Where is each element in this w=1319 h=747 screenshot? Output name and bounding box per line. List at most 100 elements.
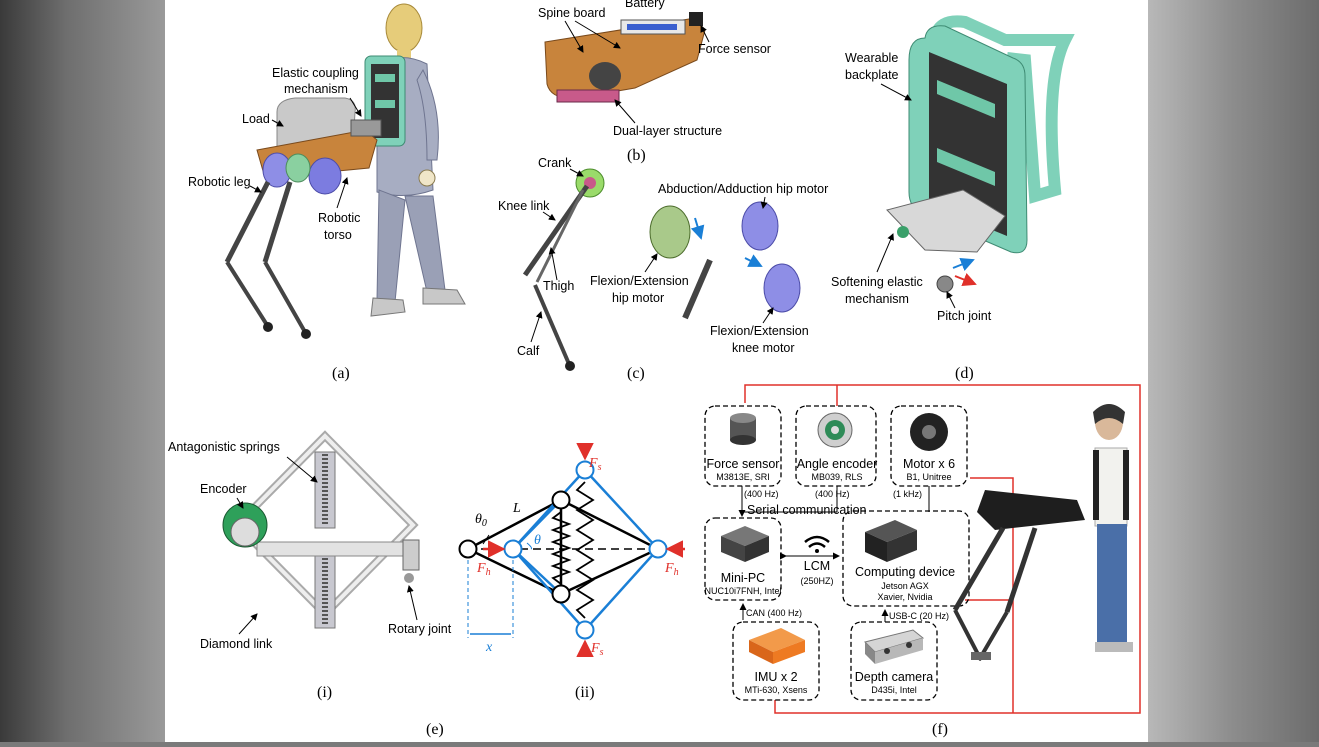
left-background <box>0 0 165 742</box>
symbol-L: L <box>512 501 521 516</box>
joint-right <box>648 539 668 559</box>
label-pitch-joint: Pitch joint <box>937 309 992 323</box>
computing-device-model-1: Jetson AGX <box>881 581 929 591</box>
caption-b: (b) <box>627 147 646 164</box>
symbol-fh-left: Fh <box>476 561 491 578</box>
angle-encoder-icon <box>817 412 853 448</box>
label-force-sensor: Force sensor <box>698 42 771 56</box>
box-depth-camera <box>850 621 938 701</box>
mini-pc-icon <box>721 526 769 562</box>
can-label: CAN (400 Hz) <box>746 608 802 618</box>
label-battery: Battery <box>625 0 665 10</box>
arrow-rotary-joint <box>406 585 418 621</box>
computing-device-model-2: Xavier, Nvidia <box>877 592 932 602</box>
caption-a: (a) <box>332 365 350 382</box>
caption-f: (f) <box>932 721 948 738</box>
imu-model: MTi-630, Xsens <box>745 685 808 695</box>
diamond-mechanism-illustration <box>222 430 420 629</box>
lcm-rate: (250HZ) <box>800 576 833 586</box>
label-diamond-link: Diamond link <box>200 637 273 651</box>
robot-person-photo <box>952 404 1133 662</box>
computing-device-name: Computing device <box>855 565 955 579</box>
label-dual-layer: Dual-layer structure <box>613 124 722 138</box>
label-rotary-joint: Rotary joint <box>388 622 452 636</box>
rate-force: (400 Hz) <box>744 489 779 499</box>
arrow-backplate <box>880 83 912 101</box>
arrow-flexion-hip <box>644 253 658 273</box>
rate-motor: (1 kHz) <box>893 489 922 499</box>
arrow-spine-board-2 <box>574 20 621 49</box>
box-computing-device <box>842 510 970 607</box>
caption-e-ii: (ii) <box>575 684 595 701</box>
label-spine-board: Spine board <box>538 6 605 20</box>
label-encoder: Encoder <box>200 482 247 496</box>
box-mini-pc <box>704 517 782 601</box>
arrow-antagonistic-springs <box>286 456 318 483</box>
label-robotic-leg: Robotic leg <box>188 175 251 189</box>
caption-c: (c) <box>627 365 645 382</box>
imu-icon <box>749 628 805 664</box>
arrow-thigh <box>548 247 558 281</box>
computing-device-icon <box>865 520 917 562</box>
angle-encoder-model: MB039, RLS <box>811 472 862 482</box>
right-background <box>1148 0 1319 742</box>
serial-communication: Serial communication <box>747 503 867 517</box>
panel-e-ii: Fs Fs Fh Fh θ0 θ L x (ii) <box>458 443 685 701</box>
arrow-elastic-coupling <box>349 97 362 117</box>
label-flexion-knee-2: knee motor <box>732 341 795 355</box>
joint-top-blue <box>575 460 595 480</box>
label-softening-1: Softening elastic <box>831 275 923 289</box>
force-sensor-name: Force sensor <box>707 457 780 471</box>
angle-encoder-name: Angle encoder <box>797 457 878 471</box>
label-knee-link: Knee link <box>498 199 550 213</box>
arrow-robotic-torso <box>336 177 349 209</box>
panel-d: Wearable backplate Softening elastic mec… <box>831 15 1075 382</box>
panel-e-i: Antagonistic springs Encoder Diamond lin… <box>168 430 452 701</box>
mini-pc-model: NUC10i7FNH, Intel <box>704 586 781 596</box>
rate-angle: (400 Hz) <box>815 489 850 499</box>
robot-illustration <box>224 97 382 339</box>
figure-svg: Elastic coupling mechanism Load Robotic … <box>168 0 1141 738</box>
joint-top-black <box>551 490 571 510</box>
label-elastic-coupling-1: Elastic coupling <box>272 66 359 80</box>
caption-e-i: (i) <box>317 684 332 701</box>
joint-bottom-blue <box>575 620 595 640</box>
red-wire-outer <box>744 384 1141 714</box>
depth-camera-model: D435i, Intel <box>871 685 917 695</box>
imu-name: IMU x 2 <box>754 670 797 684</box>
spring-left <box>550 511 572 585</box>
motor-model: B1, Unitree <box>906 472 951 482</box>
figure-page: Elastic coupling mechanism Load Robotic … <box>165 0 1148 742</box>
symbol-theta: θ <box>534 533 541 548</box>
joint-left <box>458 539 478 559</box>
backplate-illustration <box>886 15 1075 293</box>
arrow-flexion-knee <box>762 307 774 324</box>
label-softening-2: mechanism <box>845 292 909 306</box>
caption-e: (e) <box>426 721 444 738</box>
joint-bottom-black <box>551 584 571 604</box>
motor-icon <box>910 413 948 451</box>
label-crank: Crank <box>538 156 572 170</box>
label-flexion-knee-1: Flexion/Extension <box>710 324 809 338</box>
panel-a: Elastic coupling mechanism Load Robotic … <box>188 3 466 382</box>
spring-right <box>575 481 595 619</box>
box-imu <box>732 621 820 701</box>
arrow-force-sensor <box>700 25 710 43</box>
diamond-black-links <box>465 497 563 596</box>
arrow-load <box>271 119 284 127</box>
symbol-x: x <box>485 640 493 655</box>
box-angle-encoder <box>795 405 877 487</box>
arrow-diamond-link <box>238 613 258 635</box>
panel-c: Crank Knee link Thigh Calf Abduction/Add… <box>498 156 828 382</box>
arrow-robotic-leg <box>249 185 262 193</box>
label-calf: Calf <box>517 344 540 358</box>
label-backplate-2: backplate <box>845 68 899 82</box>
label-antagonistic-springs: Antagonistic springs <box>168 440 280 454</box>
depth-camera-icon <box>864 629 925 664</box>
diamond-blue-links <box>511 468 660 632</box>
box-motor <box>890 405 968 487</box>
label-flexion-hip-2: hip motor <box>612 291 664 305</box>
force-sensor-model: M3813E, SRI <box>716 472 770 482</box>
label-robotic-torso-1: Robotic <box>318 211 360 225</box>
arrow-encoder <box>236 497 244 509</box>
